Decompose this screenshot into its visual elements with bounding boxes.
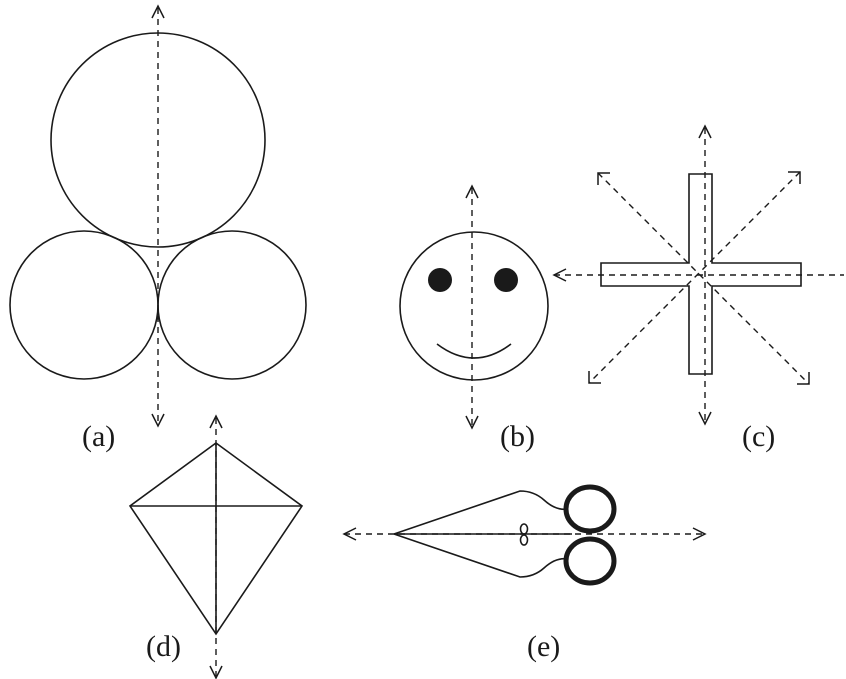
left-eye xyxy=(428,268,452,292)
figure-e-scissors xyxy=(344,487,705,583)
upper-handle-ring xyxy=(566,487,614,531)
right-eye xyxy=(494,268,518,292)
bottom-left-circle xyxy=(10,231,158,379)
figure-c-plus-shape xyxy=(554,126,844,424)
caption-a: (a) xyxy=(82,420,115,453)
caption-d: (d) xyxy=(146,630,181,663)
figure-b-smiley-face xyxy=(400,186,548,428)
caption-e: (e) xyxy=(527,630,560,663)
smile-mouth xyxy=(437,344,511,358)
figure-b-symmetry-axis xyxy=(466,186,478,428)
lower-blade xyxy=(394,534,568,577)
figure-c-symmetry-axes xyxy=(554,126,844,424)
upper-blade xyxy=(394,491,568,534)
caption-b: (b) xyxy=(500,420,535,453)
bottom-right-circle xyxy=(158,231,306,379)
pivot-screw-bottom xyxy=(521,535,528,545)
lower-handle-ring xyxy=(566,539,614,583)
pivot-screw-top xyxy=(521,524,528,534)
caption-c: (c) xyxy=(742,420,775,453)
plus-outline xyxy=(601,174,801,374)
figure-a-symmetry-axis xyxy=(152,6,164,426)
figure-a-three-circles xyxy=(10,6,306,426)
